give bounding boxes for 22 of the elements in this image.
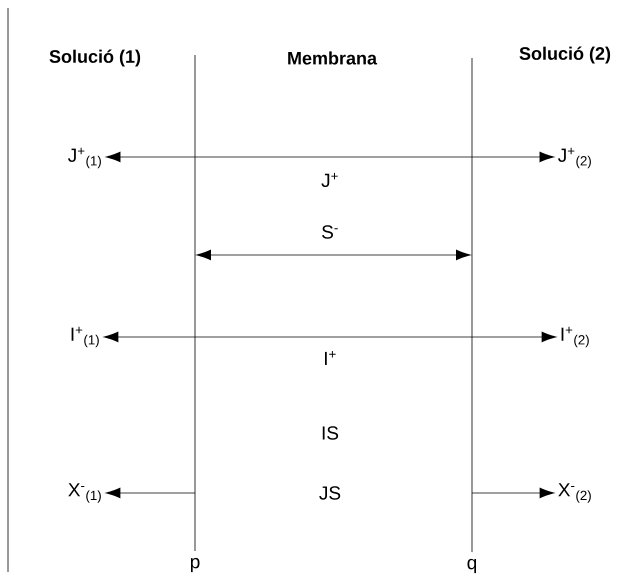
arrow xyxy=(106,488,196,498)
boundary-label: p xyxy=(190,558,200,572)
ion-label: I$^{+}$(2) xyxy=(562,326,589,348)
ion-label: X$^{-}$(2) xyxy=(558,483,591,503)
arrow xyxy=(196,250,471,260)
edge-label: J$^{+}$ xyxy=(320,172,340,188)
arrow xyxy=(104,332,556,342)
ion-label: J$^{+}$(1) xyxy=(68,148,101,168)
column-heading: Solució (2) xyxy=(520,46,610,64)
boundary-label: q xyxy=(468,558,476,574)
arrow xyxy=(472,488,554,498)
column-heading: Solució (1) xyxy=(50,50,140,66)
ion-label: J$^{+}$(2) xyxy=(558,148,591,168)
edge-label: I$^{+}$ xyxy=(322,350,338,366)
membrane-line xyxy=(194,54,196,552)
arrow xyxy=(106,152,554,162)
text-label: JS xyxy=(319,486,340,500)
ion-label: X$^{-}$(1) xyxy=(68,483,101,503)
edge-label: S$^{-}$ xyxy=(320,224,340,240)
column-heading: Membrana xyxy=(288,51,378,65)
ion-label: I$^{+}$(1) xyxy=(72,326,99,348)
text-label: IS xyxy=(322,426,338,440)
